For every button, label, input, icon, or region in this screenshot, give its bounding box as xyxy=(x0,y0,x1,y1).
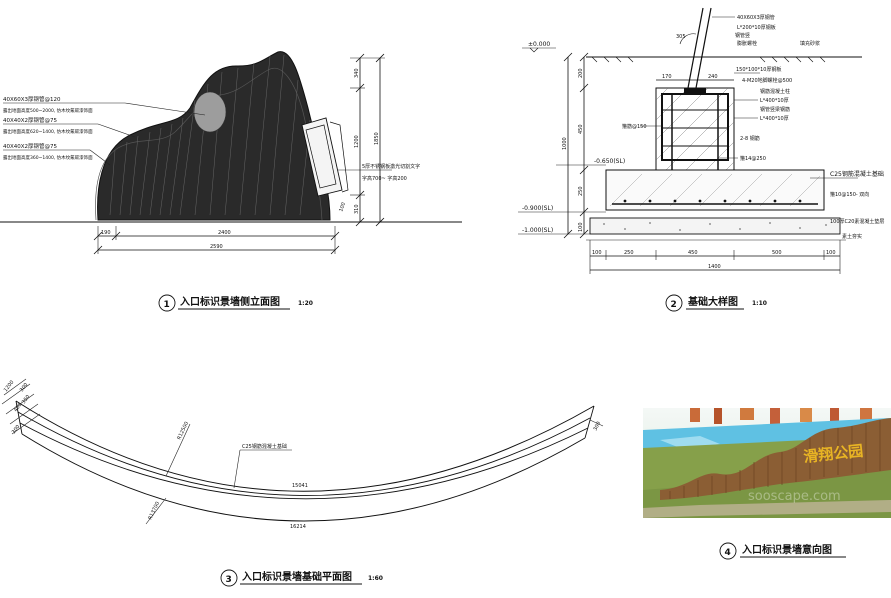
hdim-100a: 100 xyxy=(592,250,602,256)
mid-note-1: 150*100*10厚钢板 xyxy=(736,66,781,73)
drawing-2-number: 2 xyxy=(671,300,677,310)
mid-note-4: L*400*10厚 xyxy=(760,98,789,104)
callout-2-l1: 40X40X2厚钢管@75 xyxy=(3,116,58,124)
hdim-190: 190 xyxy=(101,230,111,236)
mid-note-2: 4-M20地脚螺栓@500 xyxy=(742,77,792,84)
plan-concrete-label: C25钢筋混凝土基础 xyxy=(242,443,287,450)
vdim-450: 450 xyxy=(578,124,584,134)
hdim-450: 450 xyxy=(688,250,698,256)
ldim-300b: 300 xyxy=(11,424,22,435)
right-note-1: C25钢筋混凝土基础 xyxy=(830,170,884,178)
callout-1-l1: 40X60X3厚钢管@120 xyxy=(3,95,61,103)
hdim-500: 500 xyxy=(772,250,782,256)
drawing-3-scale: 1:60 xyxy=(368,575,383,582)
drawing-4-number: 4 xyxy=(725,548,731,558)
right-note-2: 箍10@150- 双向 xyxy=(830,191,869,198)
radius-r13700: R13700 xyxy=(147,501,161,521)
ldim-1200: 1200 xyxy=(3,380,16,394)
hdim-2590: 2590 xyxy=(210,244,223,250)
drawing-1-scale: 1:20 xyxy=(298,300,313,307)
level-900: -0.900(SL) xyxy=(522,205,553,212)
hdim-250: 250 xyxy=(624,250,634,256)
outer-length: 16214 xyxy=(290,524,306,530)
drawing-2-title: 基础大样图 xyxy=(687,295,738,308)
vdim-200: 200 xyxy=(578,68,584,78)
top-dim-240: 240 xyxy=(708,74,718,80)
drawing-1-side-elevation: 40X60X3厚钢管@120 露出地面高度500~2000, 仿木纹氟碳漆饰面 … xyxy=(0,51,462,312)
drawing-2-scale: 1:10 xyxy=(752,300,767,307)
vdim-100: 100 xyxy=(578,222,584,232)
callout-2-l2: 露出地面高度620~1400, 仿木纹氟碳漆饰面 xyxy=(3,128,93,135)
callout-3-l2: 露出地面高度360~1400, 仿木纹氟碳漆饰面 xyxy=(3,154,93,161)
left-note-3: 箍14@250 xyxy=(740,155,766,162)
ldim-450: 450 xyxy=(13,402,24,413)
angle-305: 305 xyxy=(676,34,686,40)
drawing-3-title: 入口标识景墙基础平面图 xyxy=(242,570,352,583)
drawing-3-number: 3 xyxy=(226,575,232,585)
mid-note-5: 钢管竖梁钢筋 xyxy=(760,106,790,113)
dim-100: 100 xyxy=(338,202,347,213)
vdim-1000: 1000 xyxy=(562,137,568,150)
render-watermark: sooscape.com xyxy=(748,489,841,504)
hdim-2400: 2400 xyxy=(218,230,231,236)
top-note-3: 膨胀螺栓 xyxy=(737,40,757,47)
callout-3-l1: 40X40X2厚钢管@75 xyxy=(3,142,58,150)
vdim-1200: 1200 xyxy=(354,135,360,148)
radius-r12500: R12500 xyxy=(176,421,190,441)
top-note-1: 40X60X3厚钢管 xyxy=(737,14,775,21)
vdim-310: 310 xyxy=(354,204,360,214)
hdim-100b: 100 xyxy=(826,250,836,256)
vdim-250: 250 xyxy=(578,186,584,196)
drawing-1-number: 1 xyxy=(164,300,170,310)
sign-note-2: 字高700~ 字高200 xyxy=(362,175,407,182)
callout-1-l2: 露出地面高度500~2000, 仿木纹氟碳漆饰面 xyxy=(3,107,93,114)
drawing-1-title: 入口标识景墙侧立面图 xyxy=(180,295,280,308)
right-note-3: 100厚C20素混凝土垫层 xyxy=(830,218,884,225)
mid-note-6: L*400*10厚 xyxy=(760,116,789,122)
inner-length: 15041 xyxy=(292,483,308,489)
label-grout: 钢管竖 xyxy=(735,32,750,39)
level-0: ±0.000 xyxy=(528,41,550,48)
mid-note-3: 钢筋混凝土柱 xyxy=(760,88,790,95)
drawing-4-title: 入口标识景墙意向图 xyxy=(742,543,832,556)
left-note-1: 箍筋@150 xyxy=(622,123,647,130)
top-note-2: L*200*10厚钢板 xyxy=(737,24,776,31)
left-note-2: 2-8 钢筋 xyxy=(740,135,760,142)
level-1000: -1.000(SL) xyxy=(522,227,553,234)
sign-note-1: 5厚不锈钢板激光切割文字 xyxy=(362,163,420,170)
level-650: -0.650(SL) xyxy=(594,158,625,165)
hdim-1400: 1400 xyxy=(708,264,721,270)
top-note-4: 填充砂浆 xyxy=(800,40,820,47)
rdim-300: 300 xyxy=(592,421,602,432)
vdim-340: 340 xyxy=(354,68,360,78)
ldim-300: 300 xyxy=(19,382,30,393)
top-dim-170: 170 xyxy=(662,74,672,80)
drawing-4-intent-render: 滑翔公园 sooscape.com 4 入口标识景墙意向图 xyxy=(643,408,891,560)
ldim-350: 350 xyxy=(21,394,32,405)
drawing-2-foundation-detail: ±0.000 305 40X60X3厚钢管 L*200*10厚钢板 膨胀螺栓 填… xyxy=(518,7,884,312)
right-note-4: 素土夯实 xyxy=(842,233,862,240)
vdim-1850: 1850 xyxy=(374,132,380,145)
drawing-3-foundation-plan: R12500 R13700 1200 300 450 350 300 300 C… xyxy=(1,378,604,587)
